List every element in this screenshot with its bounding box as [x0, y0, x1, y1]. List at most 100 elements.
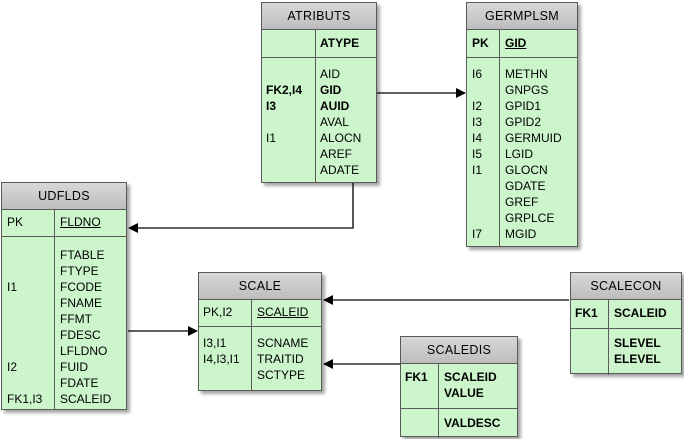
pk-column: VALUE — [444, 386, 484, 400]
entity-germplsm: GERMPLSM PK GID I6 I2 I3 I4 I5 I1 I7 MET… — [466, 2, 578, 247]
column-name: FDATE — [60, 376, 99, 390]
entity-title: SCALEDIS — [401, 337, 517, 364]
column-name: FUID — [60, 360, 88, 374]
column-name: LFLDNO — [60, 344, 108, 358]
column-name: GID — [320, 83, 342, 97]
column-name: ALOCN — [320, 131, 362, 145]
entity-scaledis: SCALEDIS FK1 SCALEID VALUE VALDESC — [400, 336, 518, 438]
entity-scale: SCALE PK,I2 SCALEID I3,I1 I4,I3,I1 SCNAM… — [198, 272, 322, 391]
column-name: FFMT — [60, 312, 92, 326]
key-label: PK — [472, 36, 489, 50]
column-name: SCALEID — [60, 392, 112, 406]
column-name: SCNAME — [257, 336, 309, 350]
column-section: I3,I1 I4,I3,I1 SCNAME TRAITID SCTYPE — [199, 327, 321, 390]
key-label — [7, 247, 42, 263]
column-name: AVAL — [320, 115, 349, 129]
entity-title: SCALECON — [571, 273, 681, 300]
column-name: GDATE — [505, 179, 546, 193]
key-label: FK1 — [405, 370, 428, 384]
column-name: LGID — [505, 147, 534, 161]
column-name: SCTYPE — [257, 368, 306, 382]
column-name: FCODE — [60, 280, 102, 294]
key-label — [7, 311, 42, 327]
key-label: I3,I1 — [203, 336, 227, 350]
entity-title: SCALE — [199, 273, 321, 300]
column-name: TRAITID — [257, 352, 304, 366]
column-name: MGID — [505, 227, 537, 241]
column-name: GPID2 — [505, 115, 542, 129]
key-label: PK — [7, 215, 24, 229]
pk-section: PK FLDNO — [2, 210, 126, 237]
column-name: ADATE — [320, 163, 360, 177]
column-name: AREF — [320, 147, 353, 161]
key-label — [203, 367, 240, 383]
column-name: GNPGS — [505, 83, 549, 97]
entity-scalecon: SCALECON FK1 SCALEID SLEVEL ELEVEL — [570, 272, 682, 375]
pk-section: FK1 SCALEID — [571, 300, 681, 329]
key-label: I2 — [7, 360, 18, 374]
column-section: I1 I2 FK1,I3 FTABLE FTYPE FCODE FNAME FF… — [2, 237, 126, 409]
column-name: GPID1 — [505, 99, 542, 113]
column-name: GREF — [505, 195, 539, 209]
pk-section: PK GID — [467, 30, 577, 58]
column-name: SLEVEL — [614, 336, 661, 350]
key-label: I4,I3,I1 — [203, 352, 240, 366]
column-name: METHN — [505, 67, 548, 81]
pk-section: ATYPE — [262, 30, 376, 58]
key-label — [405, 385, 428, 401]
key-label: I5 — [472, 147, 483, 161]
entity-udflds: UDFLDS PK FLDNO I1 I2 FK1,I3 FTABLE FTYP… — [1, 182, 127, 410]
key-label: FK2,I4 — [266, 83, 303, 97]
key-label: I6 — [472, 67, 483, 81]
column-name: FTYPE — [60, 264, 99, 278]
column-name: GERMUID — [505, 131, 562, 145]
link-atributs-udflds — [128, 183, 354, 233]
pk-section: FK1 SCALEID VALUE — [401, 364, 517, 409]
entity-title: UDFLDS — [2, 183, 126, 210]
column-section: VALDESC — [401, 409, 517, 438]
key-label — [266, 114, 302, 130]
column-name: ELEVEL — [614, 352, 661, 366]
column-section: I6 I2 I3 I4 I5 I1 I7 METHN GNPGS GPID1 G… — [467, 58, 577, 246]
column-section: FK2,I4 I3 I1 AID GID AUID AVAL ALOCN ARE… — [262, 58, 376, 182]
column-name: GRPLCE — [505, 211, 555, 225]
entity-title: ATRIBUTS — [262, 3, 376, 30]
entity-title: GERMPLSM — [467, 3, 577, 30]
key-label — [266, 66, 302, 82]
column-name: AUID — [320, 99, 350, 113]
key-label: PK,I2 — [203, 305, 233, 319]
pk-column: SCALEID — [444, 370, 497, 384]
column-name: FTABLE — [60, 248, 105, 262]
pk-section: PK,I2 SCALEID — [199, 300, 321, 327]
key-label — [7, 263, 42, 279]
key-label — [472, 210, 482, 226]
column-name: AID — [320, 67, 341, 81]
key-label — [7, 375, 42, 391]
column-name: VALDESC — [444, 416, 501, 430]
key-label — [266, 162, 302, 178]
column-name: GLOCN — [505, 163, 548, 177]
key-label — [7, 327, 42, 343]
key-label: FK1 — [575, 306, 598, 320]
key-label — [472, 178, 482, 194]
key-label: I2 — [472, 99, 483, 113]
key-label: I1 — [266, 131, 277, 145]
column-section: SLEVEL ELEVEL — [571, 329, 681, 375]
key-label: I1 — [472, 163, 483, 177]
pk-column: GID — [505, 36, 527, 50]
key-label: I3 — [266, 99, 277, 113]
key-label: I7 — [472, 227, 483, 241]
pk-column: SCALEID — [614, 306, 667, 320]
pk-column: ATYPE — [320, 36, 360, 50]
key-label: I1 — [7, 280, 18, 294]
key-label — [266, 146, 302, 162]
key-label: I3 — [472, 115, 483, 129]
key-label — [472, 194, 482, 210]
pk-column: SCALEID — [257, 305, 309, 319]
key-label — [7, 343, 42, 359]
entity-atributs: ATRIBUTS ATYPE FK2,I4 I3 I1 AID GID AUID… — [261, 2, 377, 183]
pk-column: FLDNO — [60, 215, 101, 229]
key-label — [7, 295, 42, 311]
column-name: FNAME — [60, 296, 102, 310]
